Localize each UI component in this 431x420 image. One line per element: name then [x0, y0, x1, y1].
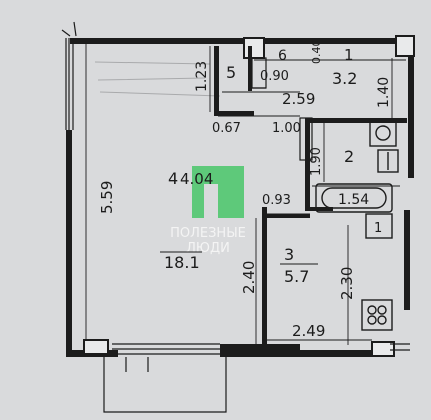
room-area-4: 18.1	[164, 253, 200, 272]
interior-walls	[214, 46, 407, 347]
room-number-6: 6	[278, 48, 287, 64]
background-sketch	[94, 61, 221, 97]
room-number-1: 1	[344, 46, 354, 64]
dim-5-59: 5.59	[98, 181, 116, 214]
watermark-logo: ПОЛЕЗНЫЕ ЛЮДИ	[170, 166, 246, 256]
dimension-lines	[85, 44, 406, 345]
doors	[251, 57, 313, 161]
bottom-window	[112, 343, 410, 355]
sink	[369, 119, 399, 173]
dim-2-30: 2.30	[338, 267, 356, 300]
bathtub	[315, 183, 393, 213]
dim-1-40: 1.40	[376, 77, 392, 108]
dim-2-49: 2.49	[292, 322, 325, 340]
bath-fixture-label: 1	[374, 221, 382, 236]
dim-0-40: 0.40	[310, 40, 323, 65]
dim-1-54: 1.54	[338, 192, 369, 208]
room-number-3: 3	[284, 245, 294, 264]
stove-icon	[361, 299, 393, 331]
left-window	[61, 21, 77, 130]
dim-1-00: 1.00	[272, 121, 301, 136]
room-number-4: 4	[168, 169, 178, 188]
balcony	[103, 357, 227, 413]
dim-2-59: 2.59	[282, 90, 315, 108]
dim-0-67: 0.67	[212, 121, 241, 136]
dim-0-90: 0.90	[260, 69, 289, 84]
dim-4-04: 4.04	[180, 170, 213, 188]
watermark-line1: ПОЛЕЗНЫЕ	[170, 226, 246, 241]
dim-1-90: 1.90	[309, 147, 324, 176]
bath-cabinet	[365, 213, 393, 239]
room-area-1: 3.2	[332, 69, 357, 88]
dim-0-93: 0.93	[262, 193, 291, 208]
dim-1-23: 1.23	[194, 61, 210, 92]
room-area-3: 5.7	[284, 267, 309, 286]
room-number-5: 5	[226, 63, 236, 82]
dim-2-40: 2.40	[240, 261, 258, 294]
room-number-2: 2	[344, 147, 354, 166]
